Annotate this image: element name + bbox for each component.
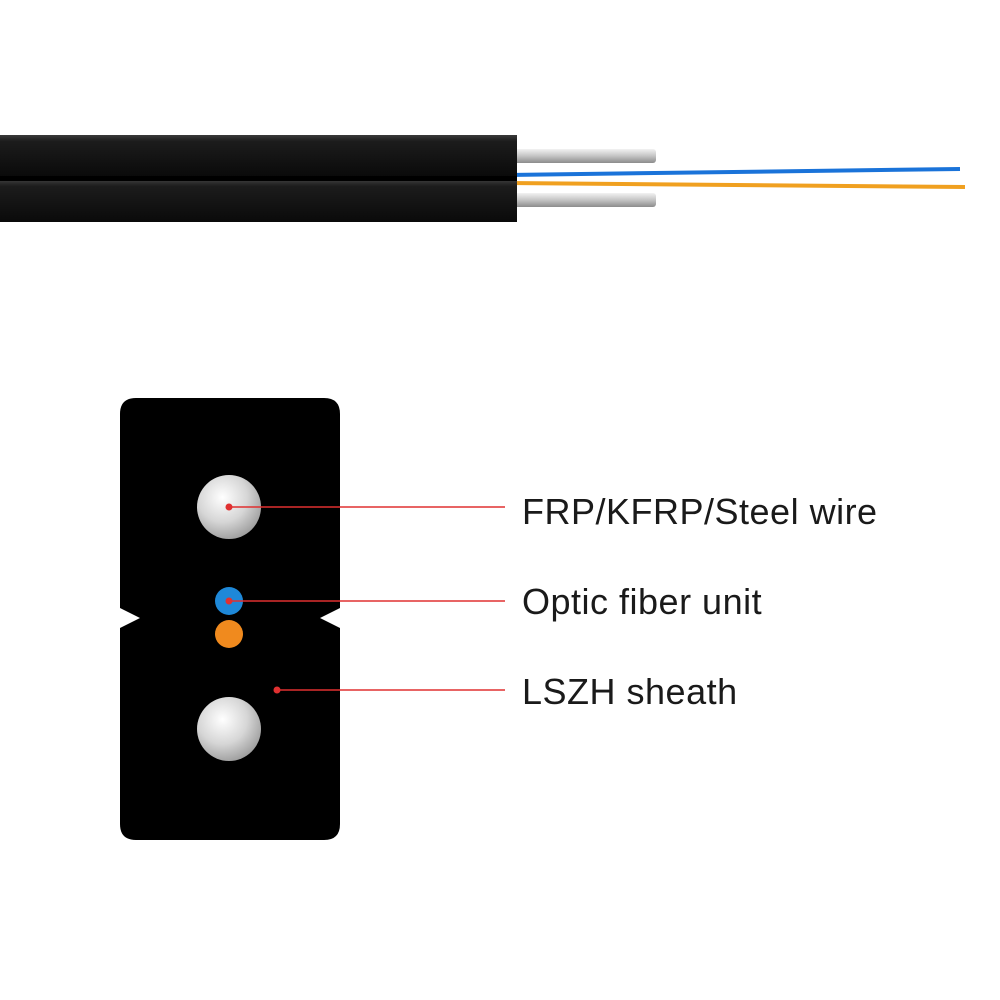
sheath-label: LSZH sheath (522, 671, 738, 712)
cable-jacket-lower (0, 180, 517, 222)
cable-jacket-upper (0, 135, 517, 177)
cable-side-view (0, 135, 966, 222)
lower-strength-rod (510, 193, 656, 207)
fiber-unit-label: Optic fiber unit (522, 581, 763, 622)
fiber-unit-orange (215, 620, 243, 648)
cable-groove (0, 176, 517, 181)
upper-strength-rod (510, 149, 656, 163)
lower-strength-member (197, 697, 261, 761)
strength-member-label: FRP/KFRP/Steel wire (522, 491, 878, 532)
leader-dot-strength (225, 503, 233, 511)
cable-cross-section (120, 398, 340, 840)
orange-fiber (504, 181, 966, 189)
sheath-cross-section (120, 398, 340, 840)
callout-leaders (225, 503, 505, 694)
blue-fiber (504, 167, 961, 177)
leader-dot-fiber (225, 597, 233, 605)
leader-dot-sheath (273, 686, 281, 694)
